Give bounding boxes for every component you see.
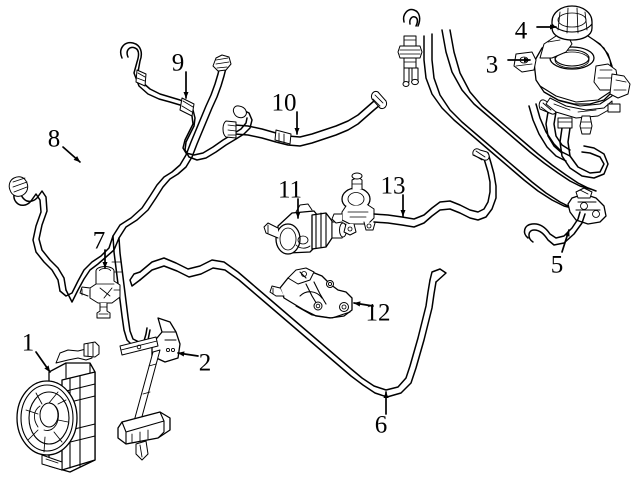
callout-6-label: 6 — [375, 412, 388, 439]
callout-8-label: 8 — [48, 126, 61, 153]
callout-12-leader-arrow — [353, 301, 374, 307]
part-2-fan-bracket — [117, 317, 181, 461]
callout-13-label: 13 — [381, 173, 406, 200]
callout-5-label: 5 — [551, 252, 564, 279]
part-13-thermostat-valve-line — [331, 148, 497, 236]
callout-7-label: 7 — [93, 228, 106, 255]
callout-10: 10 — [272, 90, 300, 135]
part-10-vent-bleed-hose — [222, 91, 387, 147]
callout-11-label: 11 — [278, 177, 302, 204]
callout-11: 11 — [278, 177, 302, 219]
part-4-filler-cap — [551, 5, 593, 41]
callout-13: 13 — [381, 173, 406, 217]
callout-2: 2 — [177, 350, 212, 377]
part-8-heater-return-hose — [8, 54, 232, 347]
callout-9-label: 9 — [172, 50, 185, 77]
callout-9: 9 — [172, 50, 189, 99]
part-12-pump-mounting-bracket — [269, 267, 353, 319]
callout-1-label: 1 — [22, 330, 35, 357]
callout-7: 7 — [93, 228, 108, 269]
callout-2-leader-arrow — [177, 351, 199, 357]
part-7-coolant-valve — [79, 266, 121, 319]
callout-5-leader-arrow — [561, 229, 570, 253]
callout-12-label: 12 — [366, 300, 391, 327]
part-5-connector-hose — [523, 211, 586, 246]
part-6-long-lower-coolant-line — [129, 257, 447, 398]
part-11-auxiliary-water-pump — [263, 203, 347, 255]
callout-1: 1 — [22, 330, 51, 373]
callout-10-label: 10 — [272, 90, 297, 117]
callout-1-leader-arrow — [35, 351, 51, 373]
right-side-hose-group — [538, 99, 609, 225]
callout-3-label: 3 — [486, 52, 499, 79]
callout-8-leader-arrow — [62, 146, 81, 163]
callout-4-label: 4 — [515, 18, 528, 45]
callout-4: 4 — [515, 18, 557, 45]
callout-2-label: 2 — [199, 350, 212, 377]
callout-8: 8 — [48, 126, 81, 163]
callout-12: 12 — [353, 300, 391, 327]
callout-6: 6 — [375, 391, 389, 439]
callout-5: 5 — [551, 229, 570, 279]
part-1-cooling-fan-assembly — [16, 341, 100, 473]
callout-3: 3 — [486, 52, 531, 79]
part-9-heater-feed-hose — [120, 41, 253, 161]
main-hose-bundle-diagonal — [397, 8, 597, 212]
